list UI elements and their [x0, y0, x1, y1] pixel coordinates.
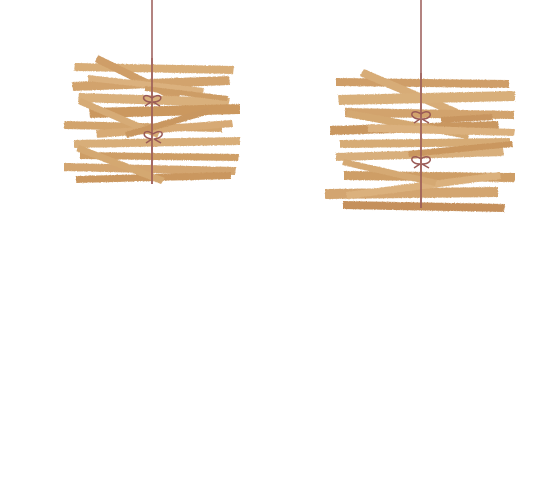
left-knot-top: [142, 94, 162, 107]
right-stick-pile: [325, 69, 515, 212]
right-stick-1: [336, 78, 509, 88]
right-bundle: [325, 0, 515, 212]
left-knot-bottom: [143, 130, 163, 144]
left-stick-10: [64, 163, 236, 175]
left-stick-12: [76, 145, 165, 184]
left-stick-8: [74, 137, 240, 148]
left-stick-9: [80, 152, 239, 161]
right-stick-15: [368, 124, 515, 136]
right-stick-14: [342, 159, 437, 186]
left-bundle: [64, 0, 240, 184]
right-stick-10: [343, 201, 505, 212]
right-stick-13: [408, 141, 513, 157]
left-stick-14: [125, 108, 210, 138]
left-stick-15: [88, 75, 204, 94]
right-stick-3: [338, 91, 515, 105]
left-stick-1: [74, 63, 234, 74]
right-knot-bottom: [411, 156, 431, 169]
left-stick-4: [78, 93, 230, 107]
right-stick-16: [441, 114, 493, 123]
right-knot-top: [411, 111, 431, 124]
left-stick-pile: [64, 55, 240, 184]
right-stick-2: [360, 69, 458, 116]
left-stick-16: [145, 86, 228, 101]
right-stick-11: [346, 172, 501, 199]
